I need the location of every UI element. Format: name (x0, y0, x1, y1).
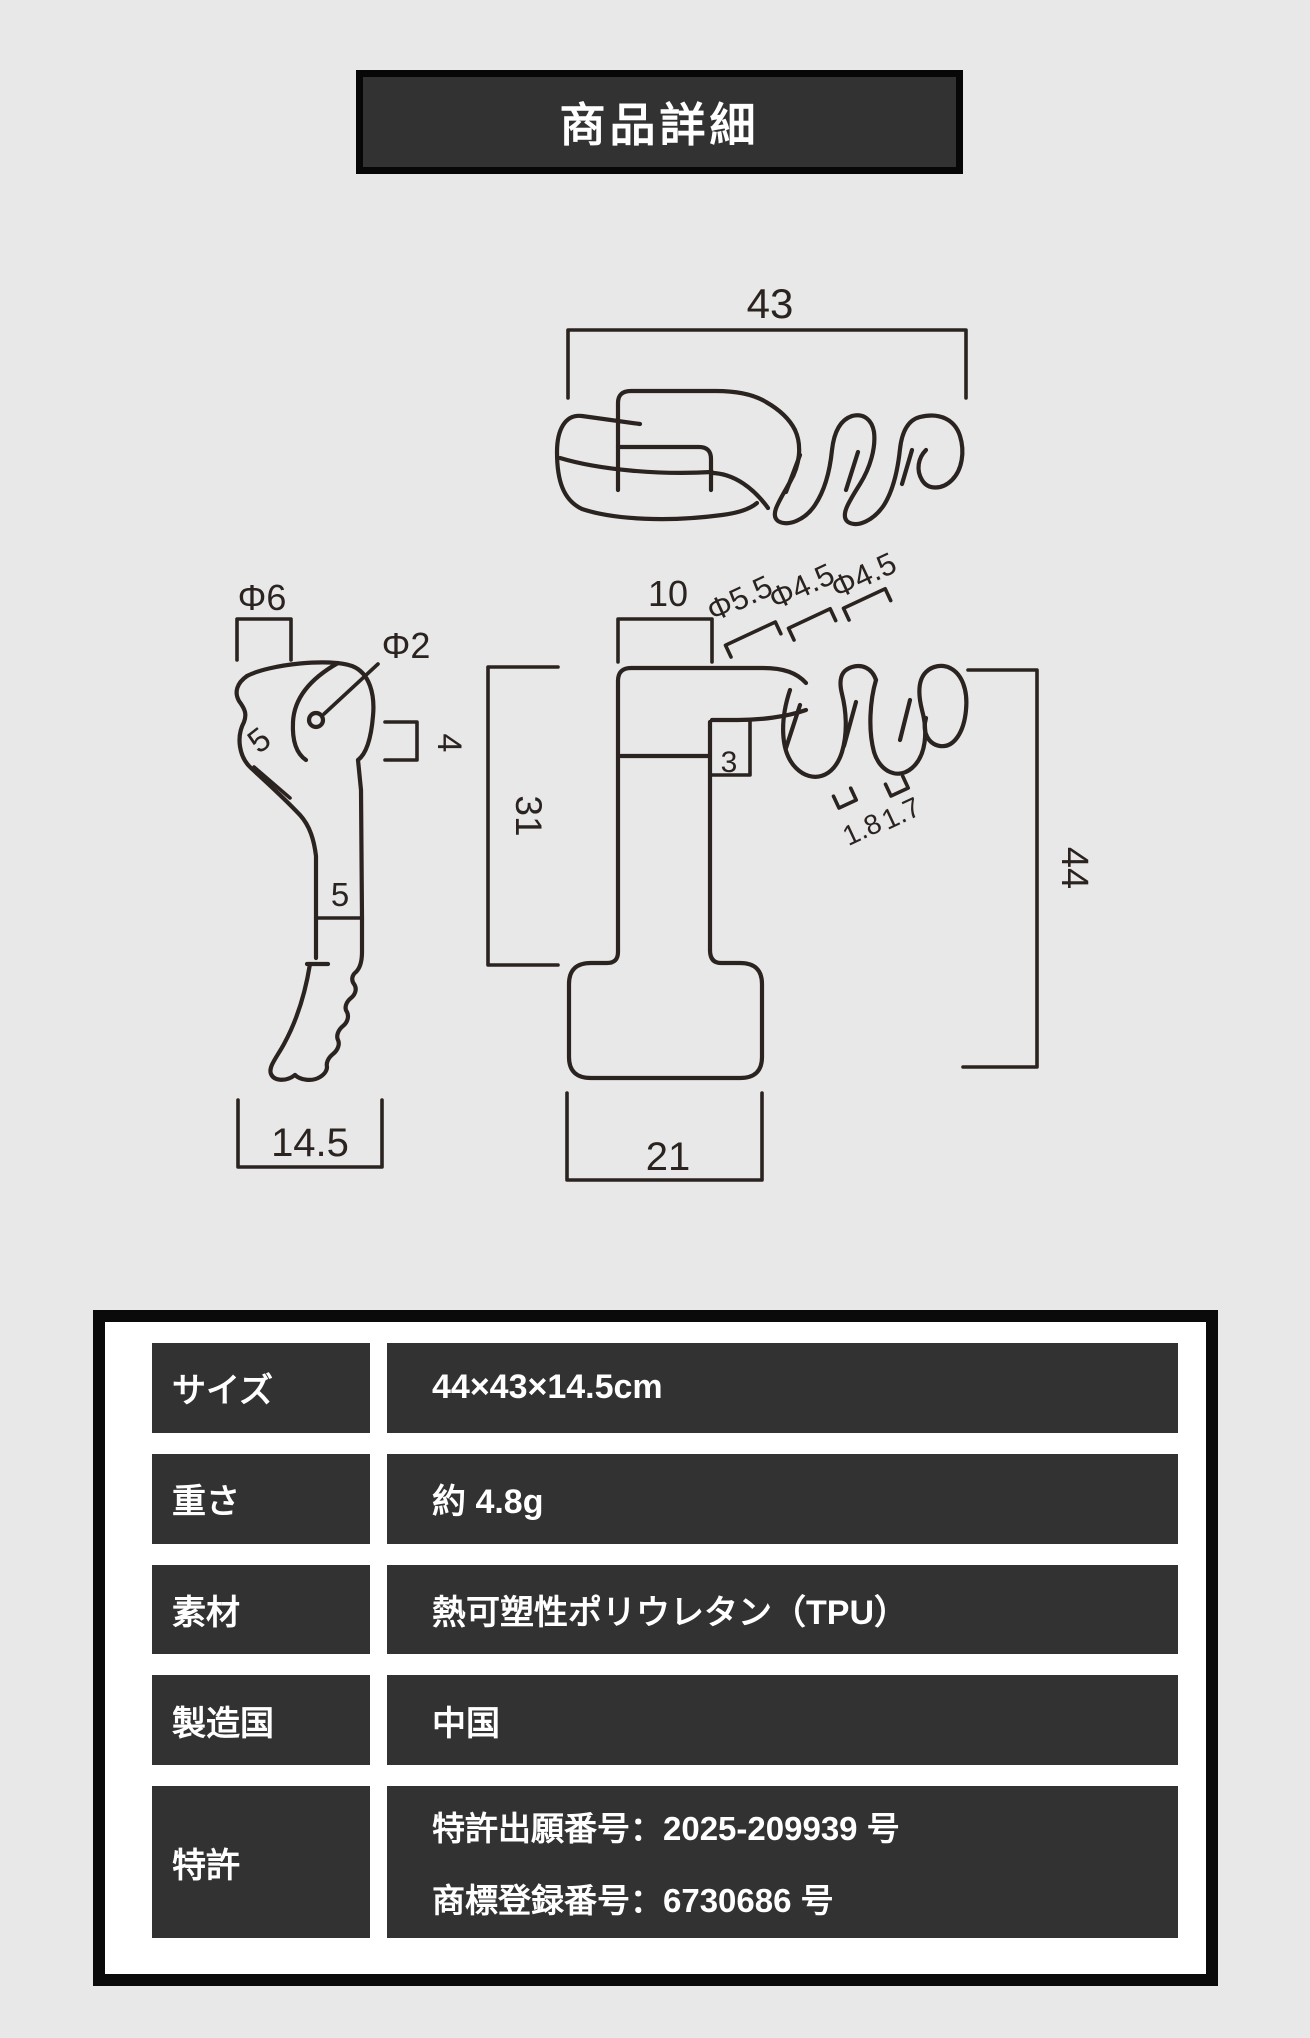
spec-label-weight: 重さ (152, 1453, 370, 1544)
dim-line-44 (961, 668, 1039, 1069)
top-view-coil-cross-1 (783, 452, 803, 495)
dim-hook-thickness: 5 (240, 720, 277, 760)
page-title: 商品詳細 (356, 70, 963, 174)
dim-coil-pitch-2: 1.7 (877, 791, 925, 836)
table-row: サイズ 44×43×14.5cm (152, 1343, 1178, 1433)
side-view-head-left-hook (234, 673, 319, 921)
table-row: 素材 熱可塑性ポリウレタン（TPU） (152, 1564, 1178, 1655)
dim-coil-diameter-1: Φ5.5 (701, 568, 777, 628)
hook-thickness-tick (252, 765, 292, 800)
spec-table: サイズ 44×43×14.5cm 重さ 約 4.8g 素材 熱可塑性ポリウレタン… (93, 1310, 1218, 1986)
spec-value-country: 中国 (387, 1675, 1178, 1766)
dim-bracket-coil-2 (786, 606, 838, 642)
front-view-outline (615, 665, 809, 955)
top-view-plate (615, 388, 798, 493)
front-view-coil-cross-3 (897, 697, 913, 743)
dim-coil-diameter-2: Φ4.5 (763, 556, 839, 616)
spec-label-material: 素材 (152, 1564, 370, 1655)
dim-bracket-21 (565, 1091, 764, 1182)
dim-pillar-height: 31 (508, 795, 549, 836)
technical-drawing: 43 Φ6 Φ2 4 5 5 14.5 (234, 280, 1095, 1182)
spec-label-country: 製造国 (152, 1675, 370, 1766)
front-view-coil-end (922, 665, 969, 749)
top-view-base-outline (554, 413, 760, 522)
top-view-plate-to-coil (708, 470, 771, 511)
dim-bracket-4 (383, 720, 419, 762)
top-view-coil-end (916, 413, 965, 490)
dim-head-diameter: Φ6 (238, 577, 287, 618)
spec-value-patent: 特許出願番号：2025-209939 号 商標登録番号：6730686 号 (387, 1786, 1178, 1939)
trademark-registration-number: 商標登録番号：6730686 号 (432, 1882, 834, 1920)
side-view-tail-left (268, 915, 319, 1082)
page-title-text: 商品詳細 (559, 99, 760, 151)
front-view-coil-cross-1 (783, 702, 803, 751)
front-view-coil-loop-2 (868, 663, 953, 776)
table-row: 特許 特許出願番号：2025-209939 号 商標登録番号：6730686 号 (152, 1786, 1178, 1939)
top-view-coil-cross-3 (899, 447, 915, 487)
top-view: 43 (554, 280, 968, 527)
front-view-coil-cross-2 (841, 699, 859, 749)
dim-bracket-phi6 (235, 617, 293, 662)
dim-bracket-31 (486, 665, 560, 967)
side-view-head-inner-curve (290, 660, 341, 763)
spec-value-size: 44×43×14.5cm (387, 1343, 1178, 1433)
dim-bracket-43 (566, 328, 968, 400)
dim-total-height: 44 (1053, 847, 1095, 889)
side-view-hole (306, 710, 326, 730)
side-view-head-top (244, 660, 376, 763)
dim-bracket-14-5 (236, 1098, 384, 1169)
dim-top-width: 43 (747, 280, 794, 327)
side-view: Φ6 Φ2 4 5 5 14.5 (234, 577, 468, 1169)
spec-value-material: 熱可塑性ポリウレタン（TPU） (387, 1564, 1178, 1655)
front-view: 10 31 3 Φ5.5 Φ4.5 Φ4.5 1.8 1.7 44 (486, 545, 1095, 1182)
top-view-coil-cross-2 (843, 449, 861, 493)
dim-bracket-coil-3 (841, 586, 893, 622)
front-view-foot (566, 947, 765, 1081)
dim-base-width: 21 (646, 1135, 691, 1179)
table-row: 製造国 中国 (152, 1675, 1178, 1766)
dim-neck-width: 4 (430, 734, 468, 753)
dim-bracket-pitch-2 (883, 774, 911, 798)
side-view-neck-right (355, 757, 365, 921)
table-row: 重さ 約 4.8g (152, 1453, 1178, 1544)
dim-stem-width: 5 (331, 876, 349, 913)
dim-hole-diameter: Φ2 (382, 625, 431, 666)
dim-bracket-10 (616, 617, 714, 664)
spec-value-weight: 約 4.8g (387, 1453, 1178, 1544)
top-view-coil-loop-2 (842, 413, 923, 527)
patent-application-number: 特許出願番号：2025-209939 号 (432, 1810, 900, 1848)
top-view-coil-loop-1 (772, 413, 855, 526)
top-view-plate-bottom (615, 444, 714, 493)
front-view-coil-loop-1 (781, 663, 879, 779)
spec-label-patent: 特許 (152, 1786, 370, 1939)
spec-table-inner: サイズ 44×43×14.5cm 重さ 約 4.8g 素材 熱可塑性ポリウレタン… (105, 1322, 1206, 1974)
spec-label-size: サイズ (152, 1343, 370, 1433)
dim-plate-thickness: 3 (721, 746, 738, 779)
dim-bracket-pitch-1 (831, 786, 859, 810)
side-view-tail-right-serrated (292, 915, 365, 1082)
dim-bracket-coil-1 (723, 620, 783, 659)
dim-depth: 14.5 (271, 1121, 349, 1165)
dim-arm-width: 10 (648, 573, 688, 614)
hole-leader-line (322, 662, 380, 716)
top-view-base-inner-line (557, 455, 715, 475)
dim-bracket-3 (710, 718, 752, 777)
